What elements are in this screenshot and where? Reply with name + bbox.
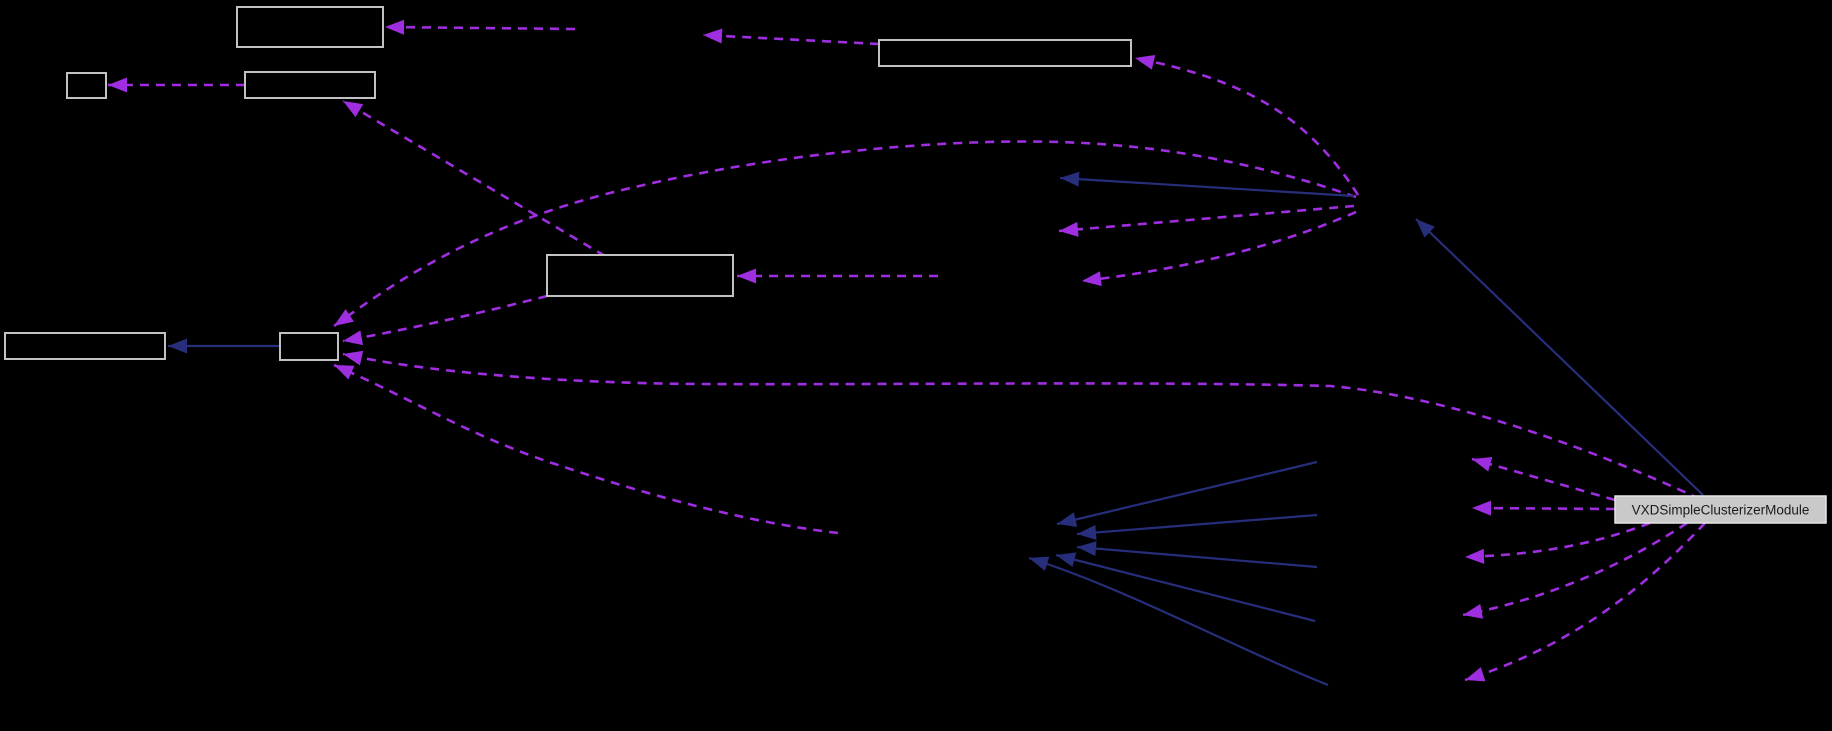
edge-r4-to-hidden-center-arrowhead [1056,552,1077,567]
edge-r2-to-hidden-center [1076,513,1318,536]
edge-r3-to-hidden-center-arrowhead [1077,541,1097,557]
edge-hub-to-left-small-top [333,140,1357,328]
node-box-top-left [236,6,384,48]
node-box-upper-left [244,71,376,99]
edge-middle-to-left-small [342,294,548,343]
edge-left-small-to-left-wide-arrowhead [168,338,187,354]
edge-hub-to-hidden-top [1059,176,1355,198]
edge-module-to-r4-arrowhead [1463,604,1484,619]
node-vxd-simple-clusterizer-module[interactable] [1614,495,1827,524]
node-box-left-wide [4,332,166,360]
edge-module-to-r1-arrowhead [1472,457,1493,472]
edge-module-to-hub [1415,218,1704,496]
edge-module-to-hub-arrowhead [1416,219,1435,238]
edge-module-to-r2 [1471,506,1616,511]
edge-module-to-left-small-arrowhead [343,350,364,366]
edge-hub-to-hidden-mid2-arrowhead [1082,271,1102,287]
edge-module-to-r4 [1462,521,1688,617]
node-label-vxd-simple-clusterizer-module[interactable]: VXDSimpleClusterizerModule [1632,502,1810,517]
edge-r2-to-hidden-center-arrowhead [1077,525,1097,540]
edge-module-to-r3-arrowhead [1465,548,1485,564]
edge-upper-left-to-small-left-arrowhead [108,77,127,93]
edge-r3-to-hidden-center [1076,545,1318,569]
edge-hidden-bottom-to-left-small [333,363,839,535]
edge-hub-to-hidden-mid1 [1058,204,1355,233]
edge-r5-to-hidden-center [1028,556,1329,687]
edge-top-center-to-hidden-arrowhead [703,28,723,44]
edge-module-to-left-small [342,352,1701,501]
edge-r5-to-hidden-center-arrowhead [1029,556,1050,571]
edge-middle-to-upper-left [342,99,606,258]
edge-module-to-r5 [1464,522,1706,682]
edge-hidden-bottom-to-left-small-arrowhead [334,365,355,380]
edge-r1-to-hidden-center [1056,460,1318,526]
edge-middle-to-upper-left-arrowhead [343,101,364,118]
edge-r1-to-hidden-center-arrowhead [1057,512,1078,527]
edge-middle-to-left-small-arrowhead [343,330,364,346]
edge-hub-to-top-center-arrowhead [1135,54,1156,70]
edge-hub-to-hidden-mid1-arrowhead [1059,221,1079,237]
node-box-top-center [878,39,1132,67]
edge-hub-to-hidden-mid2 [1081,210,1357,283]
edge-module-to-r5-arrowhead [1465,667,1486,682]
edge-hub-to-top-center [1134,56,1360,196]
edge-hidden-to-box-top-left-arrowhead [385,19,405,35]
node-box-middle [546,254,734,297]
edge-top-center-to-hidden [702,33,880,46]
edge-hidden-to-box-middle-arrowhead [737,268,756,284]
edge-module-to-r1 [1471,457,1616,502]
edge-hub-to-left-small-top-arrowhead [334,309,354,326]
edge-r4-to-hidden-center [1055,553,1316,623]
edge-module-to-r3 [1464,521,1651,559]
node-box-small-left [66,72,107,99]
edge-hidden-to-box-top-left [384,25,576,31]
edge-hub-to-hidden-top-arrowhead [1060,171,1080,187]
edge-module-to-r2-arrowhead [1472,500,1492,516]
node-box-left-small [279,332,339,361]
